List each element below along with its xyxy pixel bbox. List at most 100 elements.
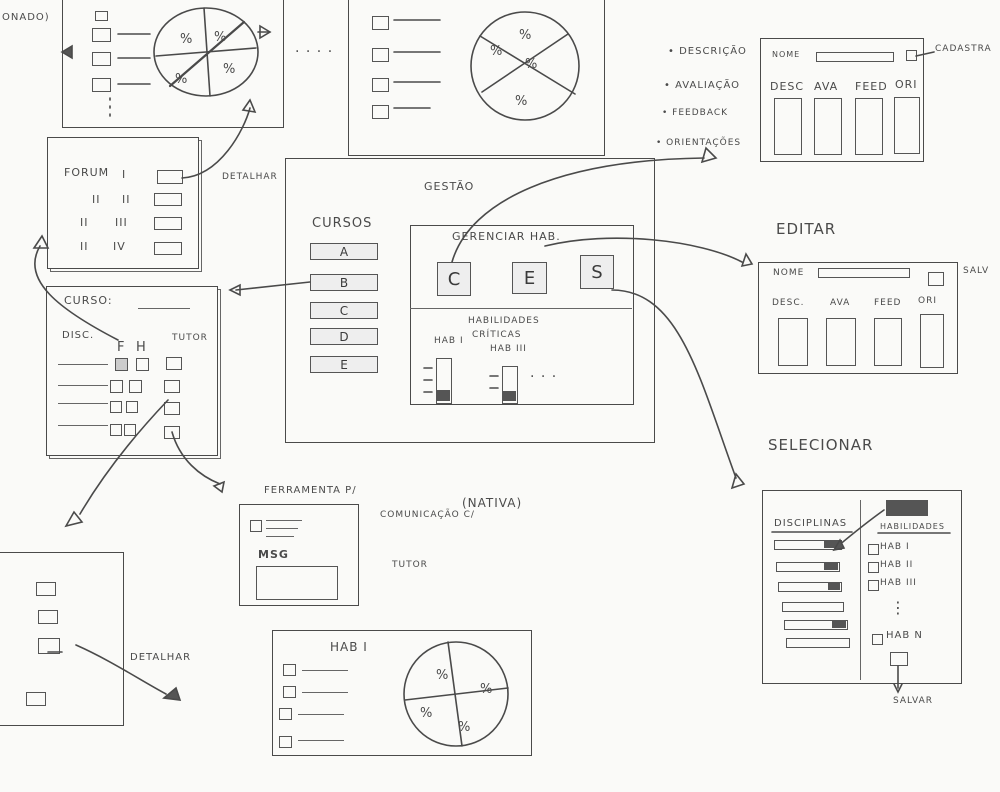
forum-detail-btn-1[interactable] [157, 170, 183, 184]
curso-h-check-1[interactable] [136, 358, 149, 371]
hab-iii-label: HAB III [490, 344, 527, 354]
hab-ii-checkbox[interactable] [868, 562, 879, 573]
editar-field-ava[interactable] [826, 318, 856, 366]
menu-item-descricao[interactable]: • DESCRIÇÃO [668, 46, 747, 57]
hab-n-checkbox[interactable] [872, 634, 883, 645]
curso-tutor-btn-3[interactable] [164, 402, 180, 415]
habilidades-title: HABILIDADES [880, 522, 945, 531]
cadastro-field-ava[interactable] [814, 98, 842, 155]
top-mid-check-3[interactable] [372, 78, 389, 92]
curso-f-check-1[interactable] [115, 358, 128, 371]
menu-item-feedback[interactable]: • FEEDBACK [662, 108, 729, 118]
save-arrow-icon [893, 683, 903, 694]
hab-selector-dark[interactable] [886, 500, 928, 516]
cadastro-col-ava: AVA [814, 80, 839, 93]
top-left-check-1[interactable] [95, 11, 108, 21]
top-left-check-2[interactable] [92, 28, 111, 42]
forum-row-3-num: III [115, 216, 128, 229]
disc-bar-3-fill [828, 583, 840, 590]
forum-row-3-label: II [80, 216, 89, 229]
top-dots: . . . . [295, 40, 334, 56]
curso-h-check-3[interactable] [126, 401, 138, 413]
top-mid-check-2[interactable] [372, 48, 389, 62]
course-b-button[interactable]: B [310, 274, 378, 291]
disc-bar-5[interactable] [784, 620, 848, 630]
disc-bar-2[interactable] [776, 562, 840, 572]
top-left-check-3[interactable] [92, 52, 111, 66]
forum-row-1-num: I [122, 168, 127, 181]
manage-c-button[interactable]: C [437, 262, 471, 296]
msg-textarea[interactable] [256, 566, 338, 600]
editar-save-check[interactable] [928, 272, 944, 286]
curso-f-check-3[interactable] [110, 401, 122, 413]
tool-check[interactable] [250, 520, 262, 532]
cadastro-save-check[interactable] [906, 50, 917, 61]
hab-i-checkbox[interactable] [868, 544, 879, 555]
cadastro-field-ori[interactable] [894, 97, 920, 154]
cadastro-field-feed[interactable] [855, 98, 883, 155]
tool-line-1 [266, 520, 302, 521]
editar-field-ori[interactable] [920, 314, 944, 368]
bottom-left-btn-4[interactable] [26, 692, 46, 706]
manage-e-button[interactable]: E [512, 262, 547, 294]
save-label: SALVAR [893, 696, 934, 706]
disc-bar-2-fill [824, 563, 838, 570]
editar-name-input[interactable] [818, 268, 910, 278]
top-left-check-4[interactable] [92, 78, 111, 92]
course-a-button[interactable]: A [310, 243, 378, 260]
hab-line-2 [302, 692, 348, 693]
curso-tutor-btn-2[interactable] [164, 380, 180, 393]
tool-title-line1: FERRAMENTA P/ [264, 485, 357, 496]
forum-row-2-label: II [92, 193, 101, 206]
cadastro-name-input[interactable] [816, 52, 894, 62]
hab-check-4[interactable] [279, 736, 292, 748]
manage-divider [410, 308, 632, 309]
menu-arrow-icon [700, 146, 718, 164]
curso-tutor-btn-4[interactable] [164, 426, 180, 439]
disc-bar-5-fill [832, 621, 846, 628]
top-mid-check-4[interactable] [372, 105, 389, 119]
menu-item-orientacoes[interactable]: • ORIENTAÇÕES [656, 138, 742, 148]
curso-h-check-4[interactable] [124, 424, 136, 436]
hab-iii-bar [502, 366, 518, 404]
hab-check-3[interactable] [279, 708, 292, 720]
editar-field-feed[interactable] [874, 318, 902, 366]
curso-tutor-btn-1[interactable] [166, 357, 182, 370]
disc-bar-6[interactable] [786, 638, 850, 648]
hab-screen-title: HAB I [330, 640, 368, 654]
disc-bar-3[interactable] [778, 582, 842, 592]
disc-bar-4[interactable] [782, 602, 844, 612]
forum-detail-btn-2[interactable] [154, 193, 182, 206]
curso-f-check-2[interactable] [110, 380, 123, 393]
hab-pie-q4: % [458, 720, 472, 735]
curso-h-check-2[interactable] [129, 380, 142, 393]
selecionar-save-button[interactable] [890, 652, 908, 666]
tutor-arrow-icon [212, 480, 226, 494]
cadastro-screen [760, 38, 924, 162]
bottom-left-btn-2[interactable] [38, 610, 58, 624]
bottom-left-btn-1[interactable] [36, 582, 56, 596]
manage-s-button[interactable]: S [580, 255, 614, 289]
bottom-left-btn-3[interactable] [38, 638, 60, 654]
cadastro-col-ori: ORI [895, 78, 918, 91]
hab-check-1[interactable] [283, 664, 296, 676]
editar-field-desc[interactable] [778, 318, 808, 366]
course-c-button[interactable]: C [310, 302, 378, 319]
hab-i-bar [436, 358, 452, 404]
cadastro-field-desc[interactable] [774, 98, 802, 155]
bottom-left-detail-label: DETALHAR [130, 652, 192, 663]
course-d-button[interactable]: D [310, 328, 378, 345]
course-arrow-icon [228, 283, 241, 297]
forum-detail-btn-4[interactable] [154, 242, 182, 255]
menu-item-avaliacao[interactable]: • AVALIAÇÃO [664, 80, 741, 91]
hab-more-dots: . . . [530, 365, 558, 381]
disc-bar-1-fill [824, 541, 840, 548]
top-mid-check-1[interactable] [372, 16, 389, 30]
hab-line-1 [302, 670, 348, 671]
hab-line-3 [298, 714, 344, 715]
forum-detail-btn-3[interactable] [154, 217, 182, 230]
curso-f-check-4[interactable] [110, 424, 122, 436]
hab-check-2[interactable] [283, 686, 296, 698]
hab-iii-checkbox[interactable] [868, 580, 879, 591]
course-e-button[interactable]: E [310, 356, 378, 373]
